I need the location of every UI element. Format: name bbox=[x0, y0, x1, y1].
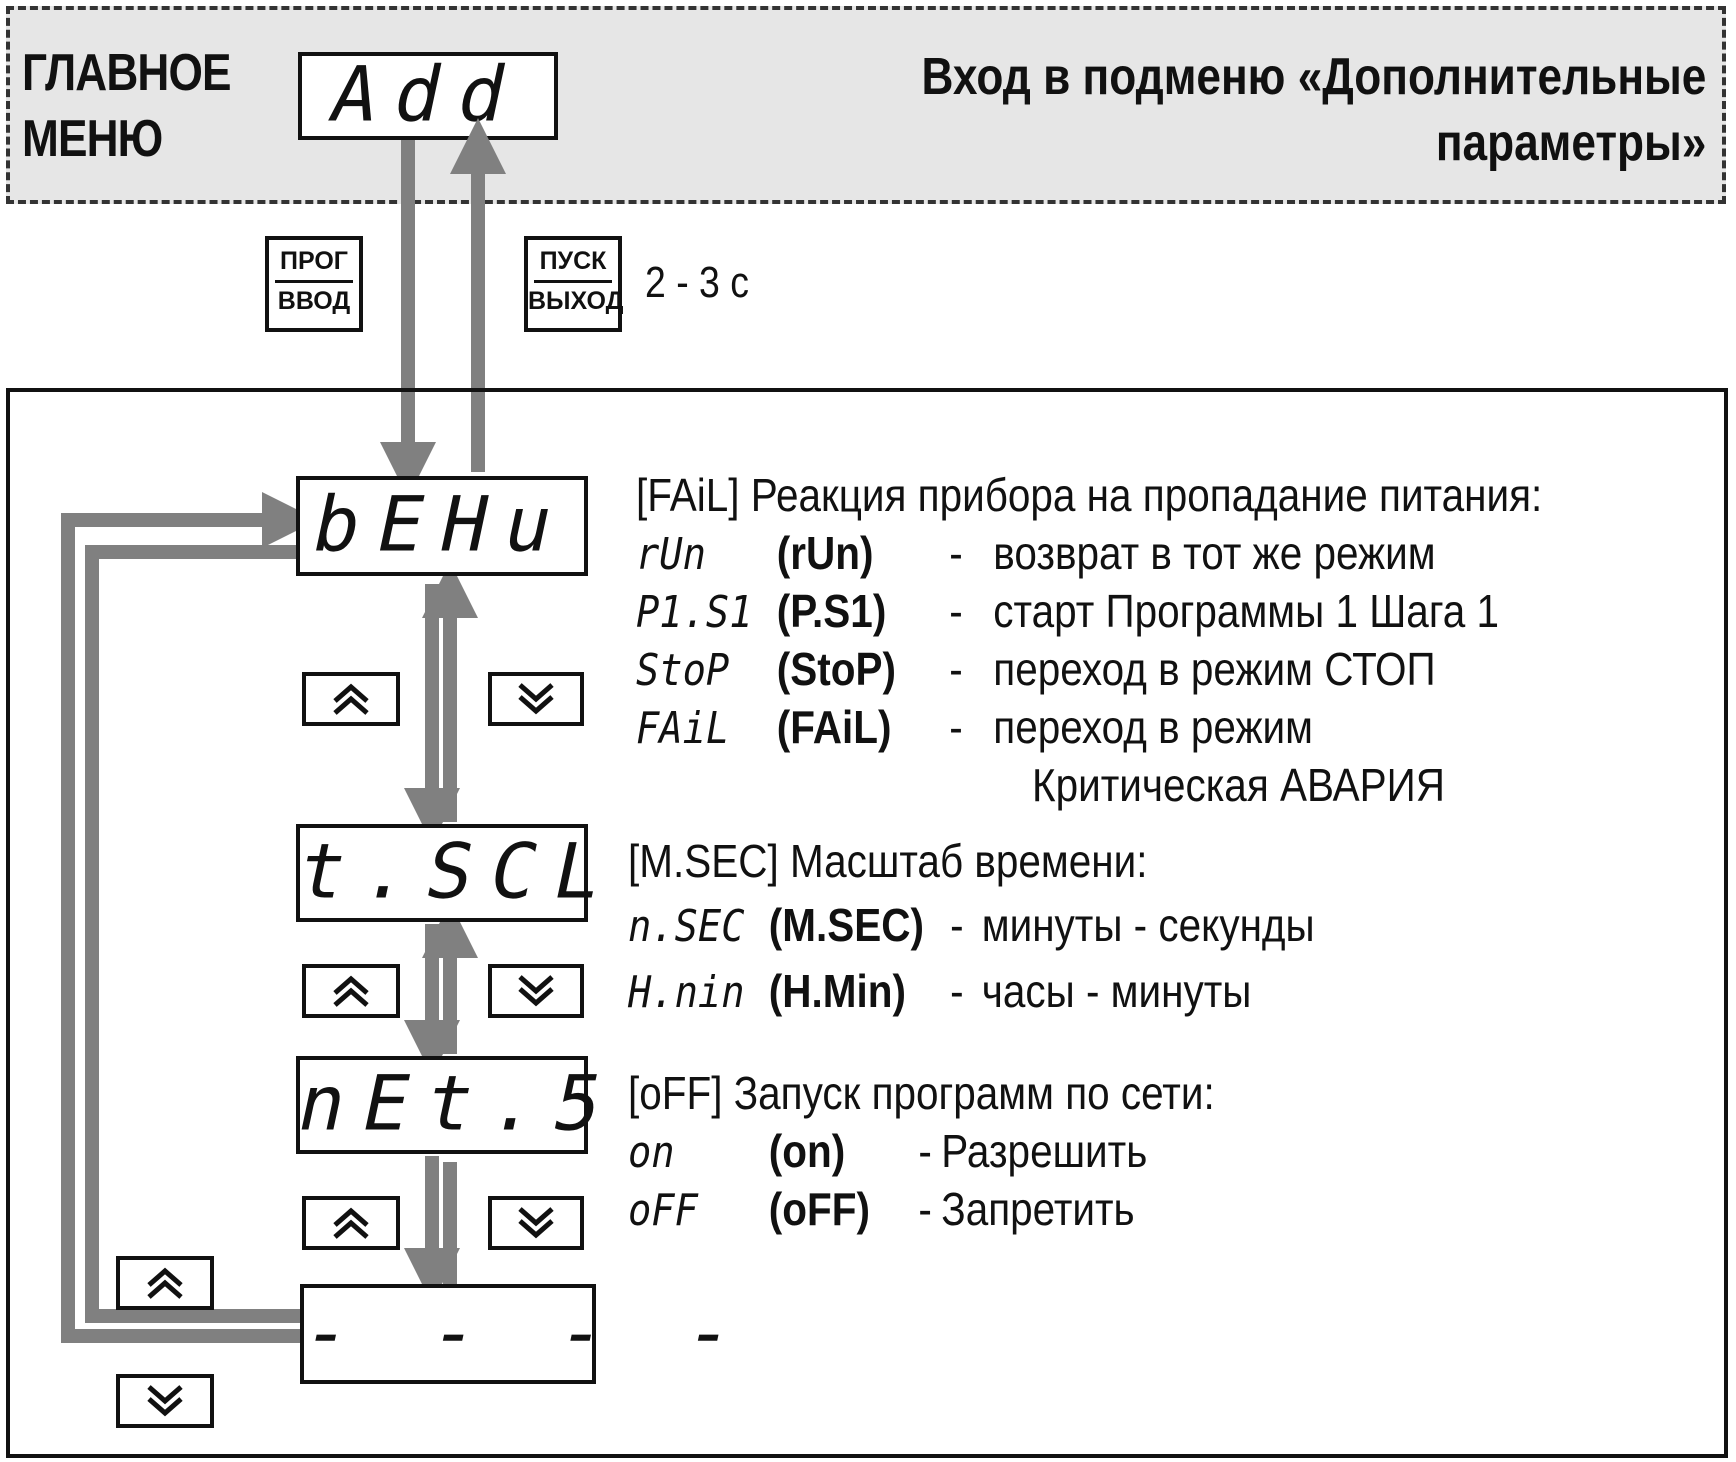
down-button[interactable] bbox=[488, 672, 584, 726]
main-menu-display: Add bbox=[298, 50, 558, 140]
double-chevron-up-icon bbox=[333, 683, 369, 715]
msec-option-msec: n.SEC (M.SEC)-минуты - секунды bbox=[628, 896, 1315, 956]
down-button[interactable] bbox=[488, 964, 584, 1018]
double-chevron-down-icon bbox=[147, 1385, 183, 1417]
submenu-frame bbox=[6, 388, 1728, 1458]
fail-option-fail: FAiL (FAiL) -переход в режим bbox=[636, 698, 1313, 758]
option-name: (rUn) bbox=[776, 527, 874, 579]
tscl-display: t.SCL bbox=[291, 824, 628, 922]
option-text: Запретить bbox=[941, 1183, 1135, 1235]
option-code: P1.S1 bbox=[636, 587, 753, 638]
prog-key-label: ПРОГ bbox=[280, 247, 348, 275]
key-divider bbox=[275, 280, 353, 283]
main-menu-title-line1: ГЛАВНОЕ bbox=[22, 44, 232, 102]
up-button[interactable] bbox=[302, 1196, 400, 1250]
off-heading: [oFF] Запуск программ по сети: bbox=[628, 1067, 1215, 1119]
option-name: (P.S1) bbox=[776, 585, 887, 637]
hold-time-label: 2 - 3 с bbox=[645, 258, 749, 307]
msec-heading: [M.SEC] Масштаб времени: bbox=[628, 835, 1148, 887]
double-chevron-down-icon bbox=[518, 1207, 554, 1239]
down-button[interactable] bbox=[116, 1374, 214, 1428]
option-dash: - bbox=[950, 899, 964, 951]
option-code: FAiL bbox=[636, 703, 730, 754]
loop-inner bbox=[85, 545, 300, 1323]
prog-enter-key[interactable]: ПРОГ ВВОД bbox=[265, 236, 363, 332]
start-exit-key[interactable]: ПУСК ВЫХОД bbox=[524, 236, 624, 332]
end-display: - - - - bbox=[295, 1284, 760, 1384]
option-code: n.SEC bbox=[628, 901, 745, 952]
double-chevron-down-icon bbox=[518, 683, 554, 715]
option-dash: - bbox=[918, 1183, 932, 1235]
fail-option-ps1: P1.S1 (P.S1) -старт Программы 1 Шага 1 bbox=[636, 582, 1499, 642]
option-text: Разрешить bbox=[941, 1125, 1148, 1177]
end-display-value: - - - - bbox=[294, 1287, 760, 1377]
off-option-off: oFF (oFF)-Запретить bbox=[628, 1180, 1135, 1240]
option-code: StoP bbox=[636, 645, 730, 696]
behu-display: bEHu bbox=[296, 476, 588, 576]
option-dash: - bbox=[949, 585, 963, 637]
option-dash: - bbox=[918, 1125, 932, 1177]
tscl-display-value: t.SCL bbox=[290, 826, 629, 916]
down-button[interactable] bbox=[488, 1196, 584, 1250]
key-divider bbox=[534, 280, 612, 283]
option-code: H.nin bbox=[628, 967, 745, 1018]
start-key-label: ПУСК bbox=[539, 247, 607, 275]
nets-display: nEt.5 bbox=[291, 1056, 628, 1154]
option-name: (FAiL) bbox=[776, 701, 892, 753]
behu-display-value: bEHu bbox=[305, 479, 579, 569]
loop-outer bbox=[61, 492, 318, 1343]
msec-option-hmin: H.nin (H.Min)-часы - минуты bbox=[628, 962, 1251, 1022]
up-button[interactable] bbox=[302, 964, 400, 1018]
submenu-title-line2: параметры» bbox=[1435, 114, 1706, 172]
option-dash: - bbox=[950, 965, 964, 1017]
option-text: часы - минуты bbox=[981, 965, 1252, 1017]
double-chevron-up-icon bbox=[333, 1207, 369, 1239]
option-dash: - bbox=[949, 643, 963, 695]
option-name: (StoP) bbox=[776, 643, 896, 695]
option-name: (on) bbox=[768, 1125, 846, 1177]
fail-heading: [FAiL] Реакция прибора на пропадание пит… bbox=[636, 469, 1543, 521]
main-menu-title: ГЛАВНОЕ МЕНЮ bbox=[22, 40, 232, 172]
double-chevron-down-icon bbox=[518, 975, 554, 1007]
option-text: старт Программы 1 Шага 1 bbox=[993, 585, 1499, 637]
option-dash: - bbox=[949, 701, 963, 753]
main-menu-panel bbox=[6, 6, 1726, 204]
option-text: переход в режим bbox=[993, 701, 1313, 753]
option-text: минуты - секунды bbox=[981, 899, 1315, 951]
double-chevron-up-icon bbox=[147, 1267, 183, 1299]
exit-key-label: ВЫХОД bbox=[528, 287, 624, 315]
up-button[interactable] bbox=[302, 672, 400, 726]
enter-key-label: ВВОД bbox=[277, 287, 351, 315]
option-name: (M.SEC) bbox=[768, 899, 924, 951]
submenu-title-line1: Вход в подменю «Дополнительные bbox=[921, 48, 1706, 106]
fail-option-continuation: Критическая АВАРИЯ bbox=[1032, 759, 1445, 811]
option-name: (H.Min) bbox=[768, 965, 906, 1017]
up-button[interactable] bbox=[116, 1256, 214, 1310]
option-text: возврат в тот же режим bbox=[993, 527, 1436, 579]
option-dash: - bbox=[949, 527, 963, 579]
option-code: oFF bbox=[628, 1185, 698, 1236]
main-menu-title-line2: МЕНЮ bbox=[22, 110, 163, 168]
option-name: (oFF) bbox=[768, 1183, 870, 1235]
nets-display-value: nEt.5 bbox=[290, 1058, 629, 1148]
off-option-on: on (on) -Разрешить bbox=[628, 1122, 1147, 1182]
option-text: переход в режим СТОП bbox=[993, 643, 1436, 695]
double-chevron-up-icon bbox=[333, 975, 369, 1007]
fail-option-stop: StoP (StoP) -переход в режим СТОП bbox=[636, 640, 1436, 700]
submenu-title: Вход в подменю «Дополнительные параметры… bbox=[921, 44, 1706, 176]
fail-option-run: rUn (rUn) -возврат в тот же режим bbox=[636, 524, 1436, 584]
option-code: on bbox=[628, 1127, 675, 1178]
option-code: rUn bbox=[636, 529, 706, 580]
